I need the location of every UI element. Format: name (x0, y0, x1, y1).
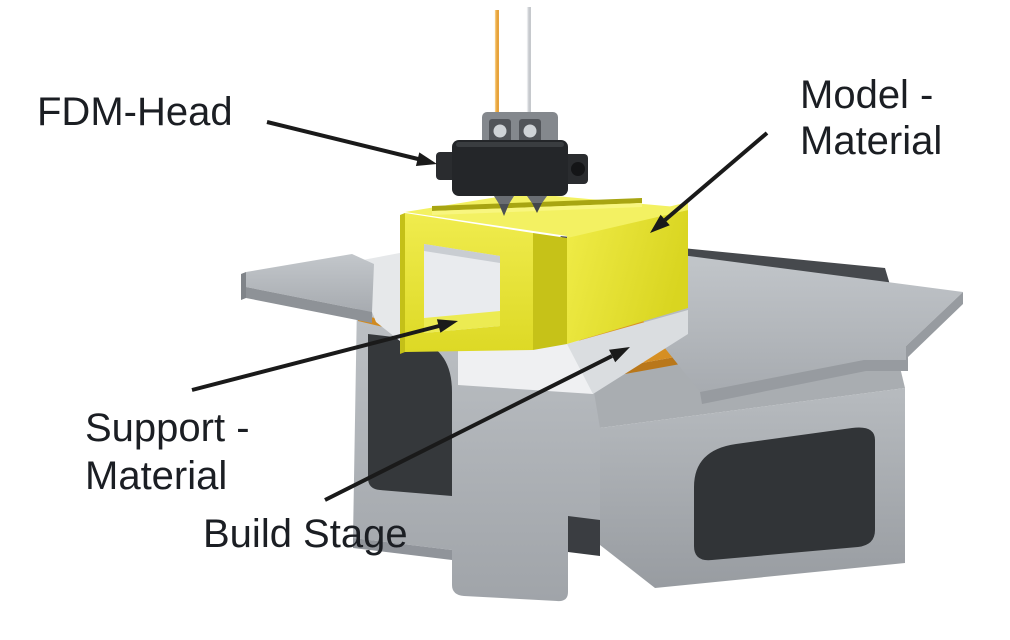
annotation-arrows (191, 120, 769, 502)
left-wing-end-cap (241, 272, 246, 300)
left-interior-opening (368, 334, 452, 496)
fdm-head-label: FDM-Head (37, 90, 233, 134)
model-material-label-line2: Material (800, 119, 942, 163)
head-body-highlight (456, 142, 564, 147)
platform-bottom-edge (353, 538, 452, 560)
fdm-head-arrow (266, 120, 419, 161)
fdm-head-graphic (436, 7, 588, 216)
nozzle-cone-right (532, 203, 542, 213)
support-material-arrow (191, 324, 440, 392)
build-stage-arrowhead (609, 347, 630, 363)
right-interior-opening (694, 427, 875, 561)
model-fin-face (567, 210, 688, 344)
head-lug-hole (571, 162, 585, 176)
support-material-label-line2: Material (85, 454, 227, 498)
build-stage-label: Build Stage (203, 512, 408, 556)
model-front-opening (424, 244, 500, 333)
annotation-labels: FDM-Head Model - Material Support - Mate… (37, 73, 942, 556)
head-lug-left (436, 152, 456, 180)
model-material-arrowhead (650, 214, 670, 233)
model-opening-top-shadow (424, 244, 500, 263)
model-left-edge (400, 213, 405, 354)
column-side-shadow (568, 516, 600, 556)
head-body (452, 140, 568, 196)
model-material-label-line1: Model - (800, 73, 933, 117)
support-under-fin (567, 310, 688, 394)
right-wing-top (628, 248, 963, 392)
model-inner-wall (533, 233, 567, 350)
support-material-label-line1: Support - (85, 406, 250, 450)
nozzle-base-left (494, 196, 514, 204)
model-fin-top-edge (567, 202, 688, 240)
bracket-ring-right (523, 124, 537, 138)
nozzle-base-right (527, 196, 547, 203)
support-material-arrowhead (436, 319, 458, 333)
nozzle-cone-left (499, 204, 509, 216)
right-wing-front-edge (700, 292, 963, 404)
build-stage-arrow (324, 354, 613, 502)
left-wing-front-edge (246, 287, 372, 323)
left-wing-top (246, 254, 374, 312)
fdm-head-arrowhead (415, 152, 437, 166)
bracket-ring-left (493, 124, 507, 138)
model-material-arrow (663, 131, 769, 222)
